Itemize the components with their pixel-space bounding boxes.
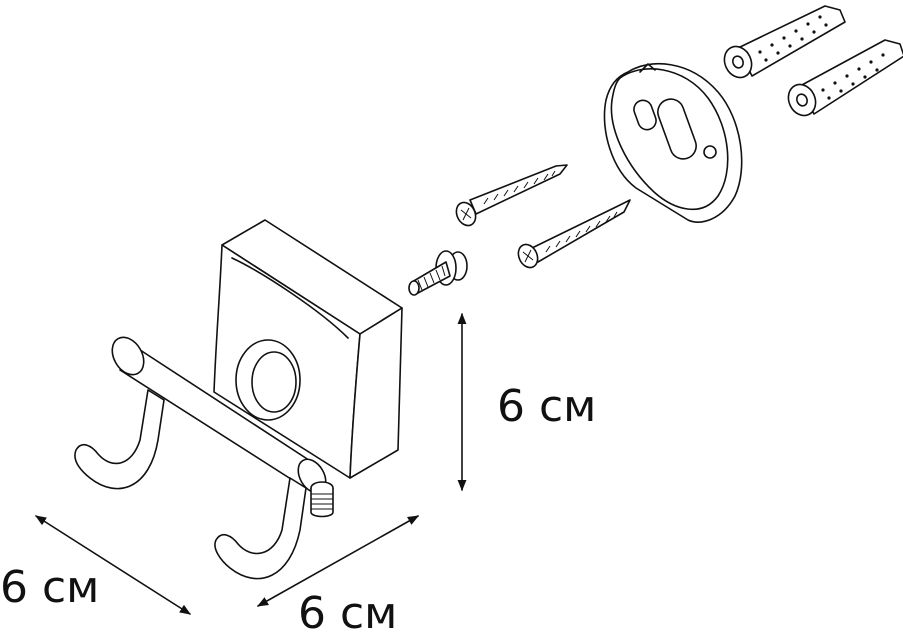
hook-arm-left	[74, 389, 165, 490]
wall-dowel-upper	[723, 5, 846, 79]
hook-rosette	[235, 339, 301, 421]
set-screw	[310, 481, 334, 518]
width-dimension-label: 6 см	[298, 588, 398, 639]
width-dimension-arrow	[257, 515, 419, 607]
threaded-stud	[408, 250, 468, 296]
hook-bar	[111, 336, 327, 494]
wall-dowel-lower	[787, 39, 903, 117]
wall-mount-plate	[603, 62, 743, 223]
hook-arm-right	[214, 477, 307, 580]
depth-dimension-arrow	[35, 515, 191, 615]
wall-screw-lower	[517, 199, 631, 269]
wall-screw-upper	[455, 164, 568, 227]
height-dimension-label: 6 см	[497, 381, 597, 432]
depth-dimension-label: 6 см	[0, 562, 100, 613]
